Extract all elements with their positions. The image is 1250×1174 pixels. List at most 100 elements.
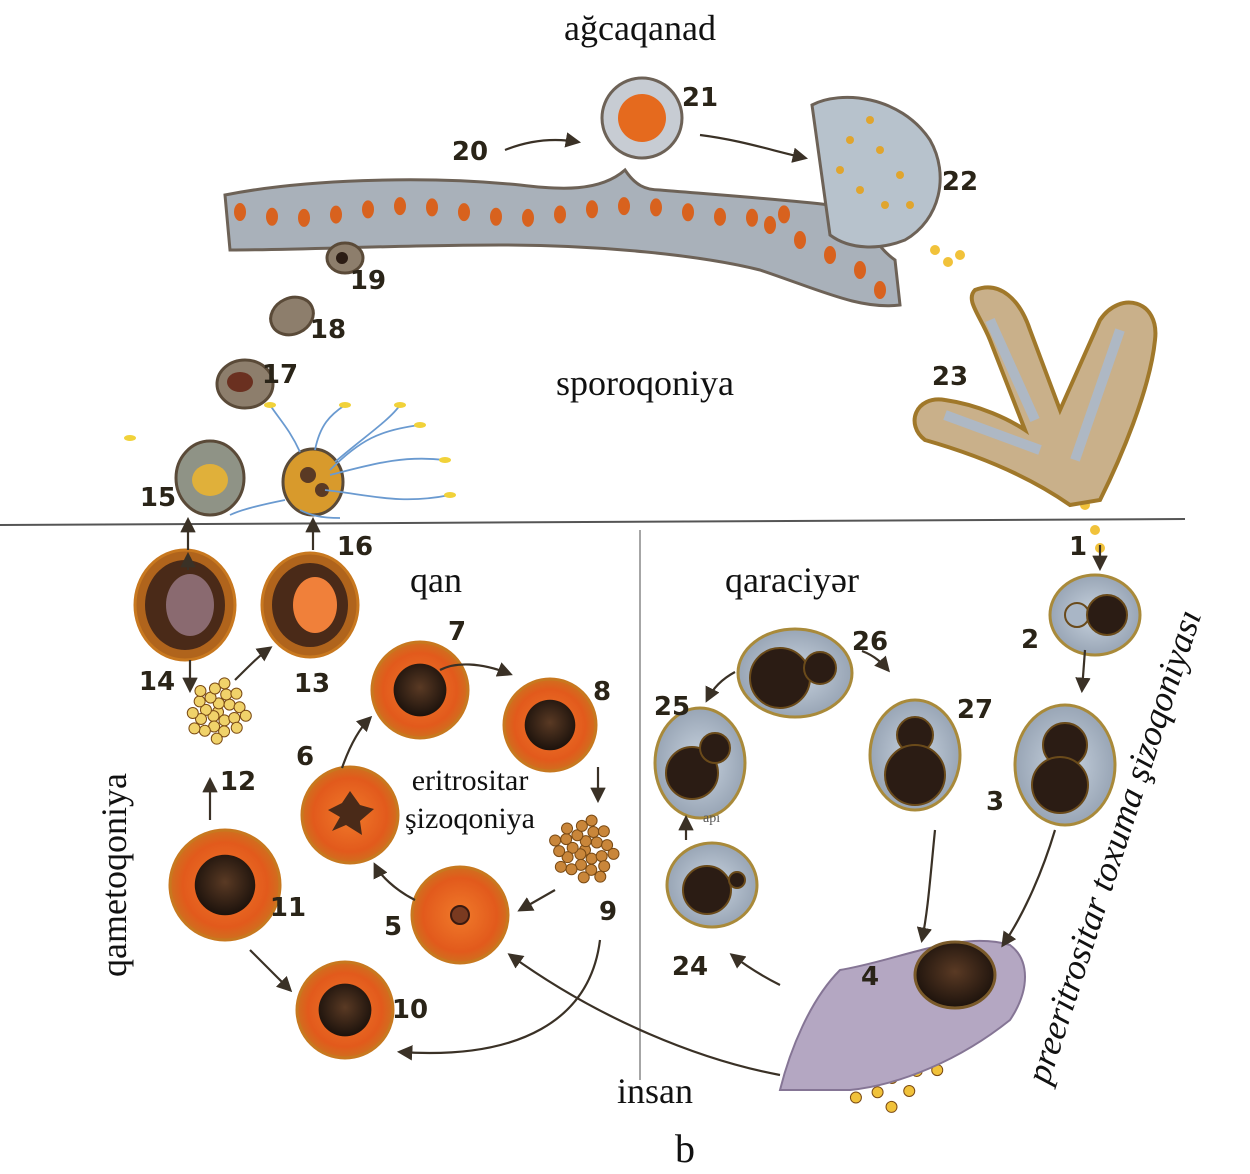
erythrocyte-11 [170, 830, 280, 940]
cycle-arrow [250, 950, 290, 990]
sporozoite-dot [876, 146, 884, 154]
stage-number-9: 9 [599, 897, 617, 927]
erythrocytic-label-line2: şizoqoniya [405, 802, 535, 835]
human-label: insan [617, 1071, 693, 1111]
flagellum-tip [444, 492, 456, 498]
oocyst-spot [522, 209, 534, 227]
panel-letter: b [675, 1126, 695, 1171]
oocyst-spot [266, 208, 278, 226]
cycle-arrow [520, 890, 555, 910]
cycle-arrow [922, 830, 935, 940]
flagellum-tip [394, 402, 406, 408]
erythrocyte-10 [297, 962, 393, 1058]
oocyst-spot [458, 203, 470, 221]
stage-number-15: 15 [140, 483, 176, 513]
flagellum [325, 490, 450, 499]
mosquito-label: ağcaqanad [564, 8, 716, 48]
sporozoite-dot [846, 136, 854, 144]
stage-number-3: 3 [986, 787, 1004, 817]
stage-number-17: 17 [262, 360, 298, 390]
merozoite-cluster-9 [550, 815, 619, 883]
oocyst-spot [778, 205, 790, 223]
sporozoite-dot [836, 166, 844, 174]
stage-number-5: 5 [384, 912, 402, 942]
erythrocytic-label-line1: eritrositar [412, 764, 529, 797]
stage-number-12: 12 [220, 767, 256, 797]
salivary-gland [915, 287, 1156, 505]
stage-number-22: 22 [942, 167, 978, 197]
stage-number-2: 2 [1021, 625, 1039, 655]
stage-number-26: 26 [852, 627, 888, 657]
horizontal-divider [0, 519, 1185, 525]
flagellum [315, 405, 345, 450]
cycle-arrow [732, 955, 780, 985]
oocyst-spot [554, 205, 566, 223]
oocyst-spot [298, 209, 310, 227]
stage-number-11: 11 [270, 893, 306, 923]
cycle-arrow [375, 865, 415, 900]
stage-number-8: 8 [593, 677, 611, 707]
liver-cell-2 [1050, 575, 1140, 655]
oocyst-spot [618, 197, 630, 215]
pre-erythrocytic-label: preeritrositar toxuma şizoqoniyası [1017, 605, 1209, 1091]
liver-cell-24 [667, 843, 757, 927]
sporozoite-dot [906, 201, 914, 209]
flagellum-tip [439, 457, 451, 463]
oocyst-spot [490, 208, 502, 226]
mosquito-midgut [225, 78, 940, 306]
stage-number-7: 7 [448, 617, 466, 647]
stage-number-25: 25 [654, 692, 690, 722]
flagellum [335, 405, 400, 462]
oocyst-spot [764, 216, 776, 234]
flagellum [230, 500, 285, 515]
oocyst-spot [330, 206, 342, 224]
sporogony-label: sporoqoniya [556, 363, 734, 403]
flagellum-tip [339, 402, 351, 408]
sporozoite-dot [856, 186, 864, 194]
oocyst-spot [794, 231, 806, 249]
gametogony-label: qametoqoniya [94, 773, 134, 977]
stage-number-16: 16 [337, 532, 373, 562]
stage-number-24: 24 [672, 952, 708, 982]
sporozoite-dot [930, 245, 940, 255]
liver-tissue-4 [780, 941, 1025, 1090]
oocyst-spot [362, 200, 374, 218]
liver-cell-3 [1015, 705, 1115, 825]
sporozoite-dot [866, 116, 874, 124]
oocyst-spot [874, 281, 886, 299]
erythrocyte-6 [302, 767, 398, 863]
stage-number-6: 6 [296, 742, 314, 772]
liver-cells [655, 575, 1140, 927]
stage-number-10: 10 [392, 995, 428, 1025]
stage-number-18: 18 [310, 315, 346, 345]
gametocyte-15 [176, 441, 244, 515]
liver-cell-27 [870, 700, 960, 810]
sporozoite-dot [955, 250, 965, 260]
cycle-arrow [342, 718, 370, 768]
stage-number-19: 19 [350, 266, 386, 296]
oocyst-spot [746, 209, 758, 227]
oocyst-spot [394, 197, 406, 215]
blood-label: qan [410, 560, 462, 600]
liver-cell-25 [655, 708, 745, 818]
sporozoite-dot [1090, 525, 1100, 535]
oocyst-spot [854, 261, 866, 279]
flagellum-tip [414, 422, 426, 428]
oocyst-spot [824, 246, 836, 264]
stage-number-1: 1 [1069, 532, 1087, 562]
oocyst-spot [586, 200, 598, 218]
cycle-arrow [1082, 650, 1085, 690]
flagellum [270, 405, 300, 452]
oocyst-spot [682, 203, 694, 221]
liver-cell-26 [738, 629, 852, 717]
liver-label: qaraciyər [725, 560, 859, 600]
stage-number-21: 21 [682, 83, 718, 113]
cycle-arrow [400, 940, 600, 1053]
cycle-arrow [1003, 830, 1055, 945]
cycle-arrow [505, 140, 578, 150]
oocyst-spot [650, 198, 662, 216]
erythrocyte-14 [135, 550, 235, 660]
erythrocyte-5 [412, 867, 508, 963]
flagellum [330, 459, 445, 475]
